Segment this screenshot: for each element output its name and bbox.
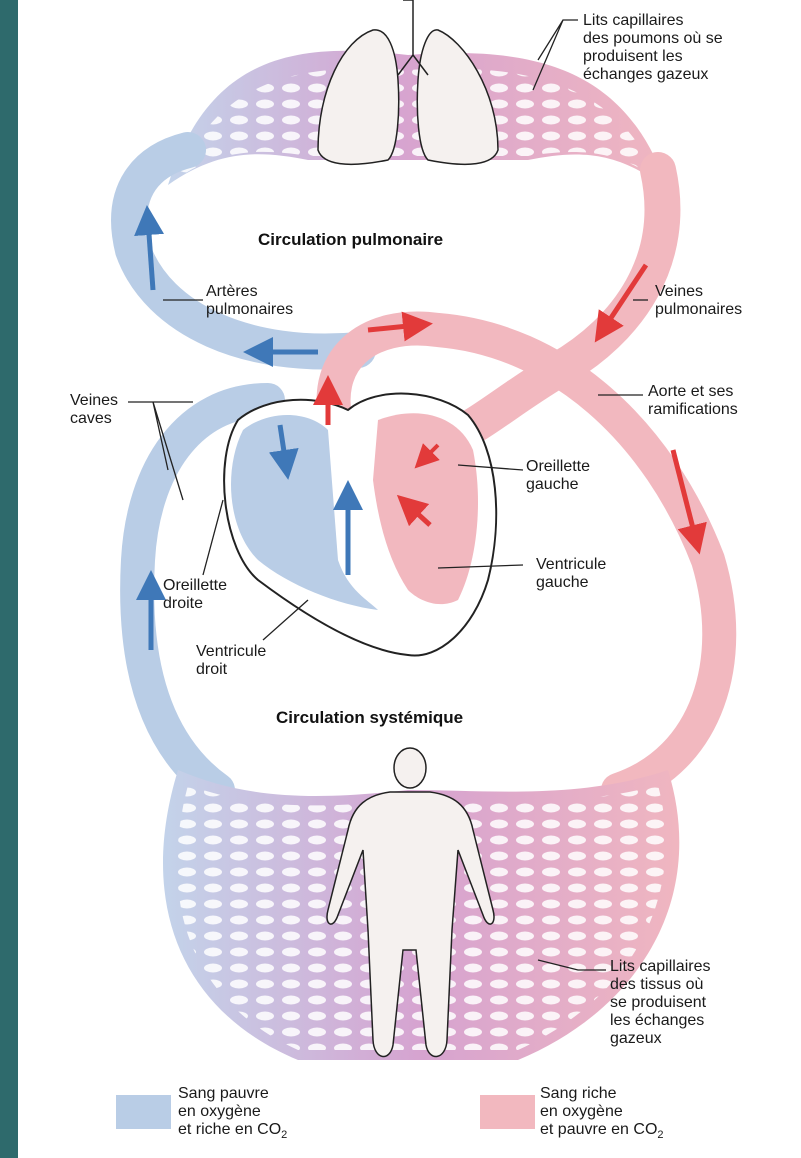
pulmonary-veins-label: Veines pulmonaires <box>655 283 742 319</box>
pulmonary-artery-vessel <box>129 150 358 352</box>
legend-deoxygenated-text: Sang pauvre en oxygène et riche en CO2 <box>178 1085 287 1144</box>
venae-cavae-label: Veines caves <box>70 392 118 428</box>
leader-right-ventricle <box>263 600 308 640</box>
lung-capillaries-label: Lits capillaires des poumons où se produ… <box>583 12 723 84</box>
legend-deoxygenated-swatch <box>116 1095 171 1129</box>
legend-oxygenated-swatch <box>480 1095 535 1129</box>
systemic-circulation-title: Circulation systémique <box>276 708 463 728</box>
tissue-capillaries-label: Lits capillaires des tissus où se produi… <box>610 958 710 1048</box>
pulmonary-arteries-label: Artères pulmonaires <box>206 283 293 319</box>
diagram-frame: Circulation pulmonaire Circulation systé… <box>18 0 801 1158</box>
pulmonary-vein-vessel <box>448 170 662 440</box>
left-lung <box>318 30 399 164</box>
leader-right-atrium <box>203 500 223 575</box>
pulmonary-circulation-title: Circulation pulmonaire <box>258 230 443 250</box>
left-ventricle-label: Ventricule gauche <box>536 556 606 592</box>
left-atrium-label: Oreillette gauche <box>526 458 590 494</box>
aorta-label: Aorte et ses ramifications <box>648 383 738 419</box>
right-lung <box>417 30 498 164</box>
right-atrium-label: Oreillette droite <box>163 577 227 613</box>
right-ventricle-label: Ventricule droit <box>196 643 266 679</box>
legend-oxygenated-text: Sang riche en oxygène et pauvre en CO2 <box>540 1085 664 1144</box>
